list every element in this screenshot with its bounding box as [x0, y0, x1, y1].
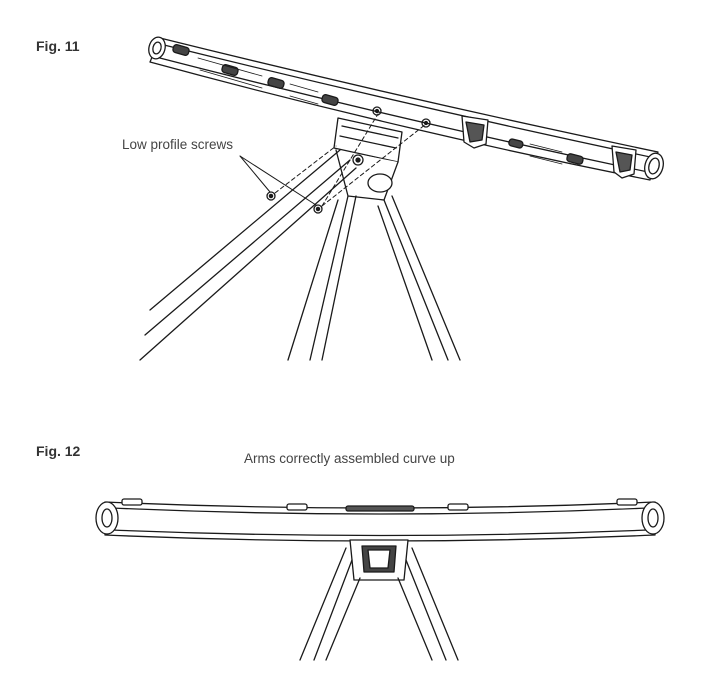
- fig12-crossbar-arm: [95, 501, 665, 542]
- fig11-arm-slots: [172, 44, 584, 165]
- fig11-crossbar-arm: [148, 36, 664, 181]
- arms-assembled-caption: Arms correctly assembled curve up: [244, 451, 455, 466]
- fig11-screw-holes: [372, 106, 431, 128]
- fig11-drawing: [139, 36, 664, 361]
- fig11-stand-legs: [139, 149, 461, 361]
- fig11-clips: [461, 115, 637, 179]
- fig12-arm-tabs: [121, 498, 638, 512]
- low-profile-screws-callout: Low profile screws: [122, 137, 234, 152]
- fig11-screws: [266, 113, 427, 214]
- fig12-stand-legs: [299, 547, 459, 661]
- figure-12-label: Fig. 12: [36, 443, 81, 459]
- figure-11-label: Fig. 11: [36, 38, 80, 54]
- fig12-center-bracket: [349, 539, 409, 581]
- fig11-bracket: [333, 117, 403, 201]
- fig11-callout-leaders: [239, 155, 317, 206]
- fig12-drawing: [95, 498, 665, 661]
